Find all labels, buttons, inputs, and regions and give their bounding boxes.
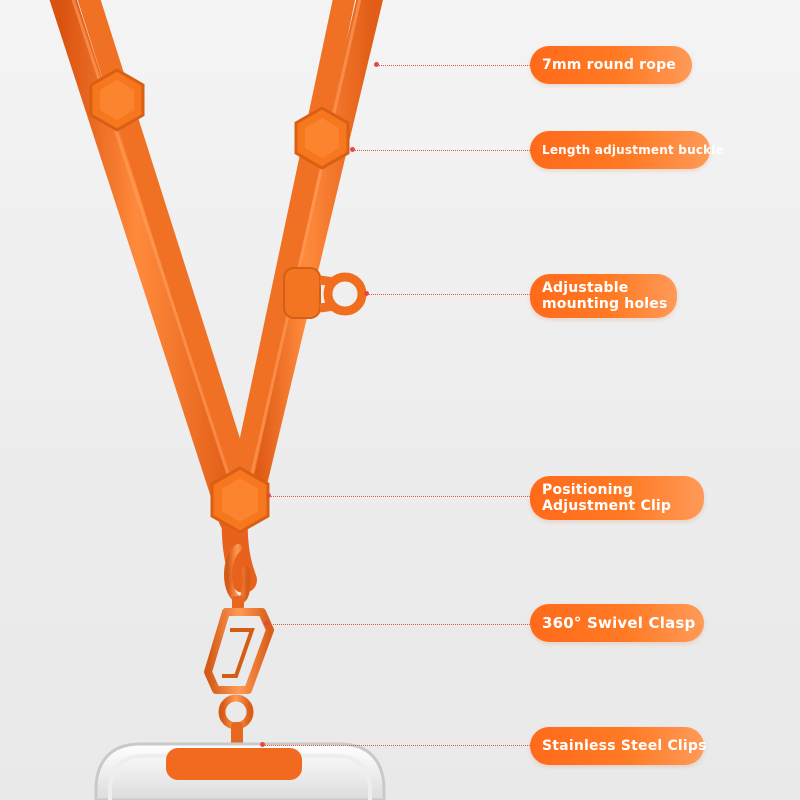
callout-mounting: Adjustable mounting holes [530,274,677,318]
left-rope [49,0,259,533]
leader-dot-clips [260,742,265,747]
leader-line-swivel [266,624,530,625]
right-rope [227,0,383,513]
callout-swivel: 360° Swivel Clasp [530,604,704,642]
leader-line-rope [376,65,530,66]
callout-mounting-line1: Adjustable [542,280,629,296]
callout-positioning: Positioning Adjustment Clip [530,476,704,520]
callout-buckle: Length adjustment buckle [530,131,724,169]
callout-rope-label: 7mm round rope [542,57,676,73]
callout-positioning-line2: Adjustment Clip [542,498,672,514]
leader-line-buckle [352,150,530,151]
leader-dot-buckle [350,147,355,152]
leader-dot-positioning [266,493,271,498]
leader-line-clips [262,745,530,746]
leader-dot-mounting [364,291,369,296]
leader-line-positioning [268,496,530,497]
ring-loop-icon [283,267,367,319]
leader-dot-swivel [264,621,269,626]
callout-positioning-line1: Positioning [542,482,634,498]
phone-case-icon [94,742,386,800]
callout-swivel-label: 360° Swivel Clasp [542,614,696,632]
carabiner-clasp-icon [204,544,274,748]
hexagon-buckle-icon [294,106,350,170]
leader-line-mounting [366,294,530,295]
callout-clips: Stainless Steel Clips [530,727,707,765]
hexagon-buckle-icon [89,68,145,132]
callout-rope: 7mm round rope [530,46,692,84]
hexagon-buckle-icon [210,466,270,534]
callout-buckle-label: Length adjustment buckle [542,143,724,157]
leader-dot-rope [374,62,379,67]
callout-mounting-line2: mounting holes [542,296,668,312]
callout-clips-label: Stainless Steel Clips [542,738,707,754]
